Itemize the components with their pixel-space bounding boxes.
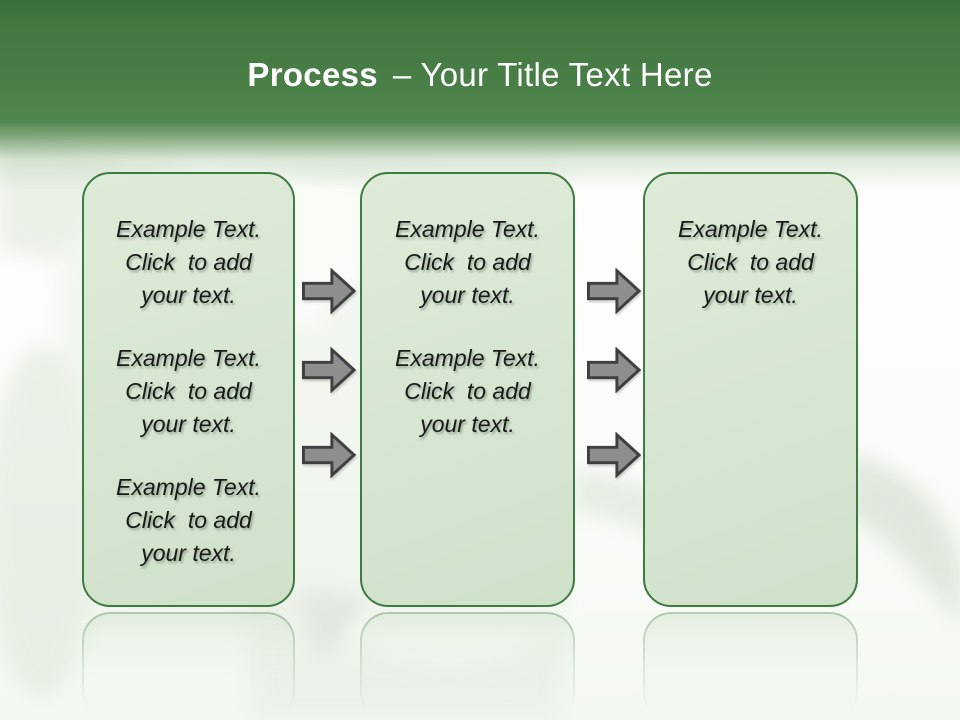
right-arrow-icon — [587, 432, 641, 478]
box-reflection — [643, 612, 858, 720]
header-band — [0, 0, 960, 190]
box-reflection — [82, 612, 295, 720]
right-arrow-icon — [302, 268, 356, 314]
placeholder-text[interactable]: Example Text. Click to add your text. — [116, 345, 261, 437]
process-box-step-3[interactable]: Example Text. Click to add your text. — [643, 172, 858, 607]
right-arrow-icon — [587, 347, 641, 393]
placeholder-text[interactable]: Example Text. Click to add your text. — [678, 216, 823, 308]
placeholder-text[interactable]: Example Text. Click to add your text. — [116, 216, 261, 308]
right-arrow-icon — [302, 432, 356, 478]
placeholder-text[interactable]: Example Text. Click to add your text. — [395, 345, 540, 437]
slide-title-keyword: Process — [247, 56, 378, 93]
slide-title-subtitle: – Your Title Text Here — [392, 56, 713, 93]
placeholder-text[interactable]: Example Text. Click to add your text. — [116, 474, 261, 566]
placeholder-text[interactable]: Example Text. Click to add your text. — [395, 216, 540, 308]
right-arrow-icon — [302, 347, 356, 393]
process-box-step-1[interactable]: Example Text. Click to add your text. Ex… — [82, 172, 295, 607]
slide-title: Process – Your Title Text Here — [0, 55, 960, 95]
right-arrow-icon — [587, 268, 641, 314]
box-reflection — [360, 612, 575, 720]
process-box-step-2[interactable]: Example Text. Click to add your text. Ex… — [360, 172, 575, 607]
